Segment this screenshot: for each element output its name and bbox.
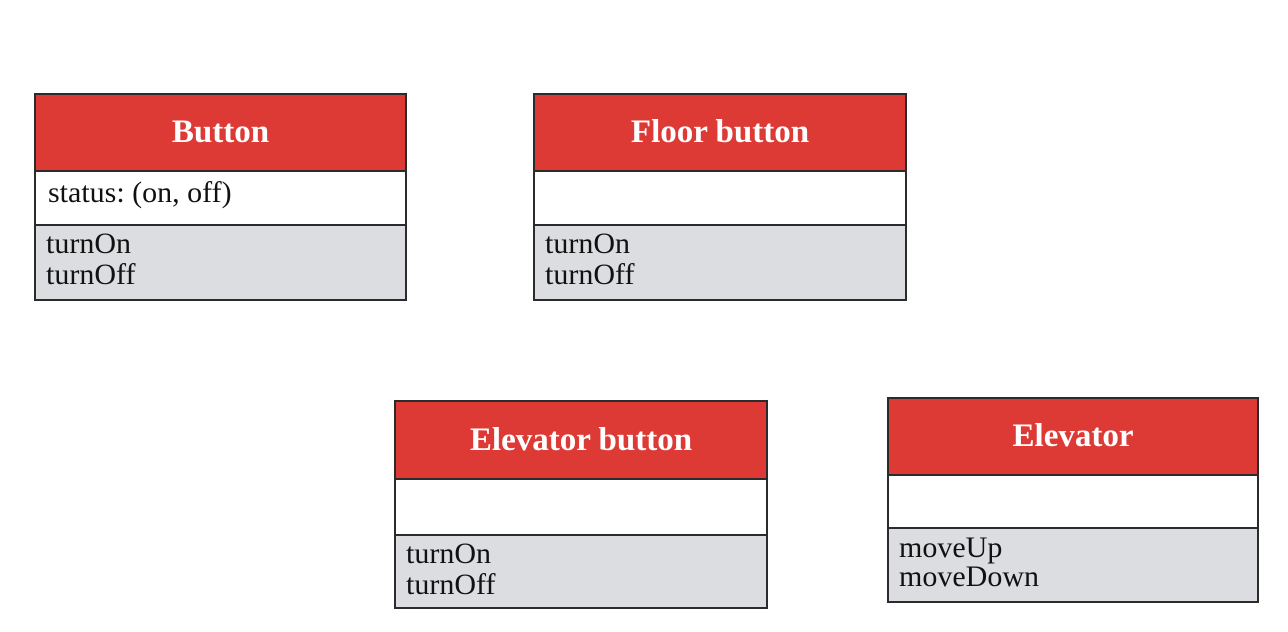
operation: moveUp — [899, 531, 1003, 564]
class-attributes — [535, 172, 905, 226]
attribute: status: (on, off) — [48, 176, 232, 209]
class-box-elevator-button: Elevator button turnOn turnOff — [394, 400, 768, 609]
operation: turnOn — [46, 227, 131, 260]
class-box-floor-button: Floor button turnOn turnOff — [533, 93, 907, 301]
class-operations: turnOn turnOff — [396, 536, 766, 607]
operation: turnOff — [406, 568, 496, 601]
class-operations: turnOn turnOff — [36, 226, 405, 299]
operation: turnOn — [406, 537, 491, 570]
class-name: Button — [36, 95, 405, 172]
class-name: Elevator button — [396, 402, 766, 480]
class-attributes: status: (on, off) — [36, 172, 405, 226]
operation: turnOff — [545, 258, 635, 291]
operation: turnOn — [545, 227, 630, 260]
class-operations: moveUp moveDown — [889, 529, 1257, 601]
class-box-elevator: Elevator moveUp moveDown — [887, 397, 1259, 603]
class-name: Floor button — [535, 95, 905, 172]
class-name: Elevator — [889, 399, 1257, 476]
class-attributes — [396, 480, 766, 536]
class-operations: turnOn turnOff — [535, 226, 905, 299]
class-attributes — [889, 476, 1257, 529]
operation: moveDown — [899, 560, 1039, 593]
class-box-button: Button status: (on, off) turnOn turnOff — [34, 93, 407, 301]
operation: turnOff — [46, 258, 136, 291]
